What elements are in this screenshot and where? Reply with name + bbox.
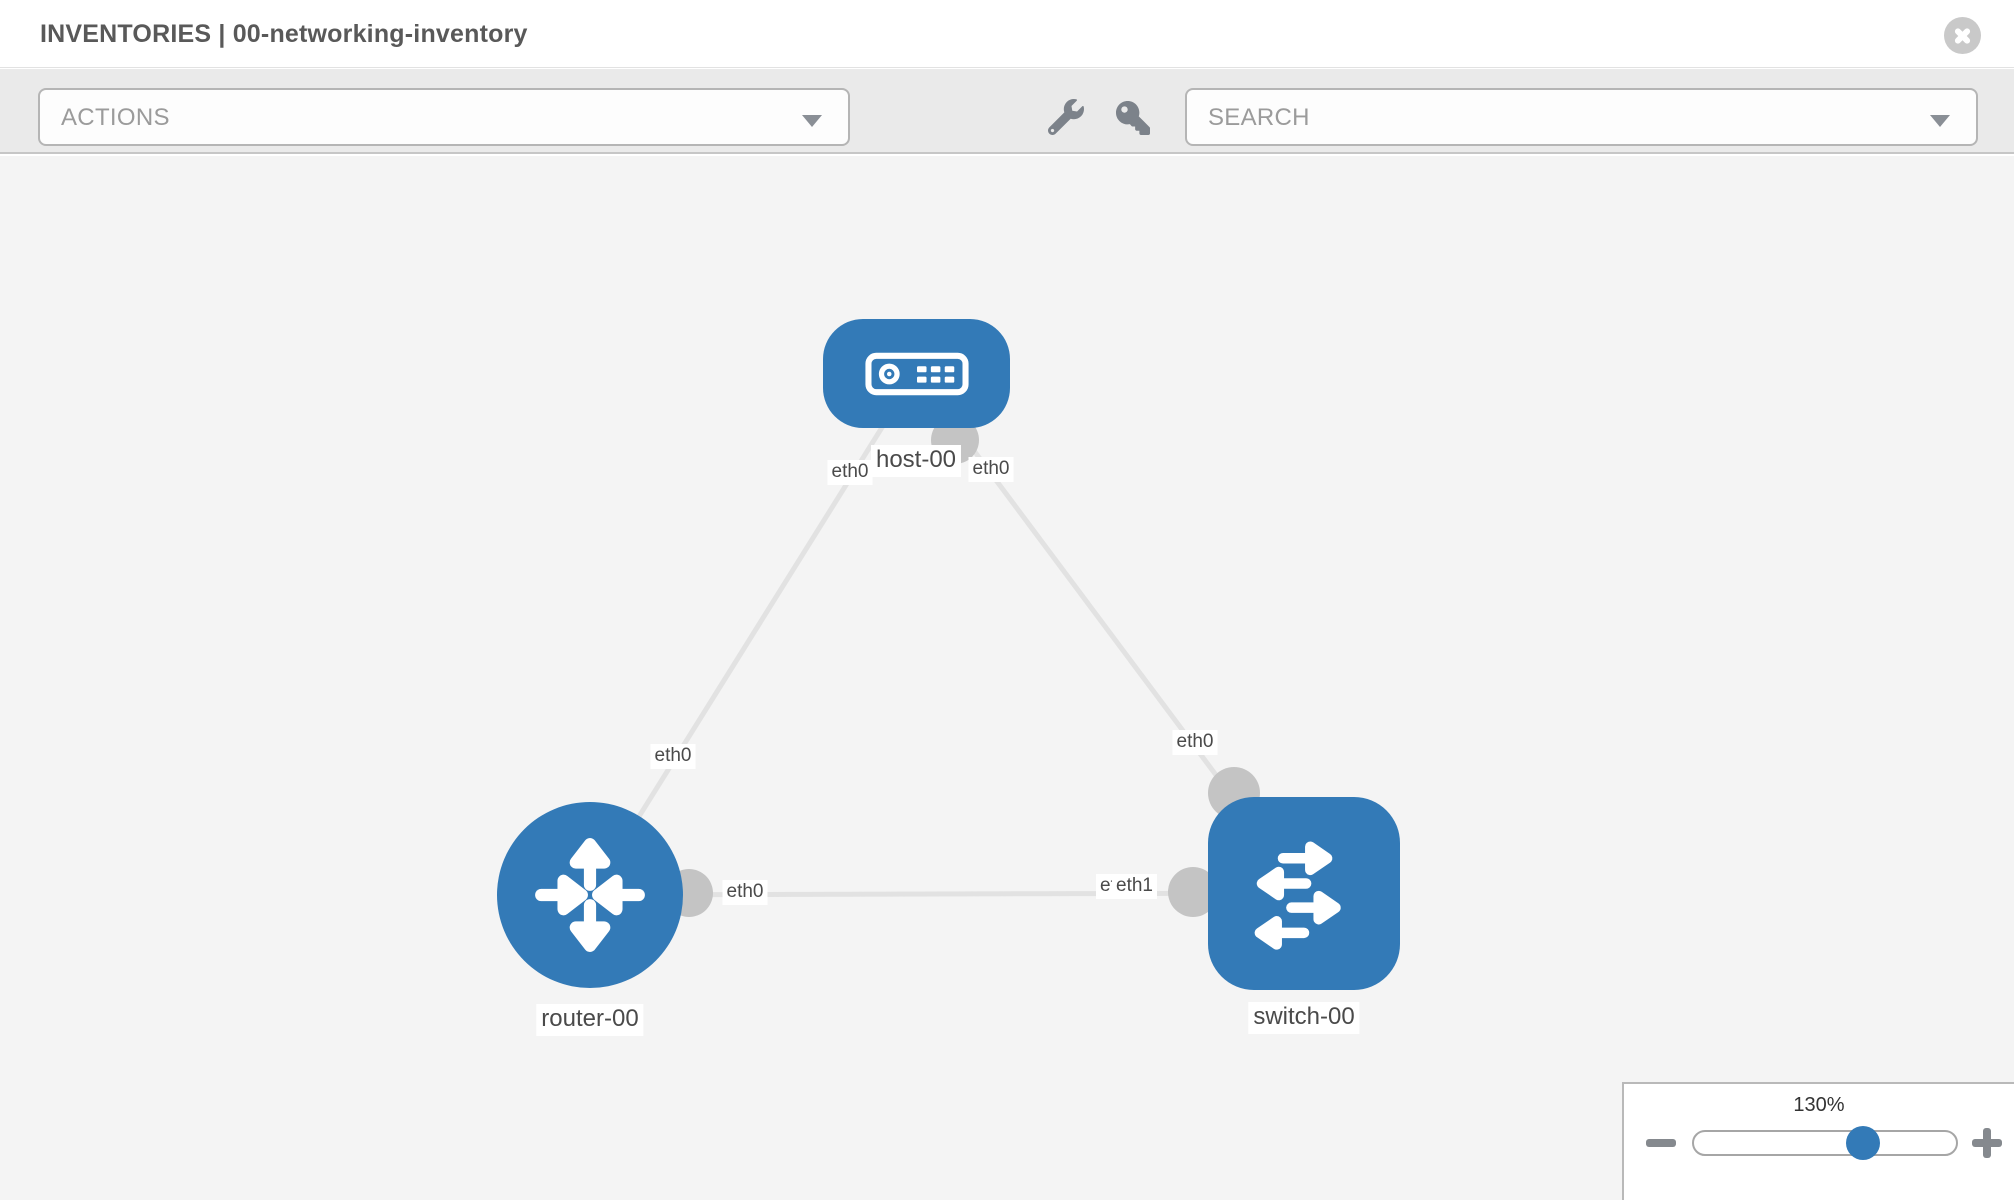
zoom-out-button[interactable] bbox=[1646, 1139, 1676, 1147]
node-host-00[interactable] bbox=[823, 319, 1010, 428]
host-label: host-00 bbox=[870, 445, 962, 477]
wrench-icon-svg bbox=[1047, 99, 1084, 136]
node-router-00[interactable] bbox=[497, 802, 683, 988]
switch-icon bbox=[1254, 841, 1341, 950]
topology-links-layer bbox=[587, 371, 1307, 917]
interface-label-host-eth0: eth0 bbox=[827, 460, 873, 485]
search-dropdown[interactable]: SEARCH bbox=[1185, 88, 1978, 146]
actions-dropdown-label: ACTIONS bbox=[61, 104, 170, 131]
plus-icon bbox=[1983, 1128, 1991, 1158]
interface-label-router-eth0: eth0 bbox=[650, 744, 696, 769]
zoom-slider-track[interactable] bbox=[1692, 1130, 1958, 1156]
zoom-in-button[interactable] bbox=[1972, 1128, 2002, 1158]
node-switch-00[interactable] bbox=[1208, 797, 1400, 990]
interface-label-host-eth0-2: eth0 bbox=[968, 457, 1014, 482]
wrench-icon[interactable] bbox=[1047, 99, 1084, 136]
close-button[interactable] bbox=[1944, 17, 1981, 54]
chevron-down-icon bbox=[802, 115, 822, 127]
interface-label-router-eth0-2: eth0 bbox=[722, 880, 768, 905]
host-icon bbox=[864, 352, 969, 395]
header: INVENTORIES | 00-networking-inventory bbox=[0, 0, 2014, 68]
actions-dropdown[interactable]: ACTIONS bbox=[38, 88, 850, 146]
switch-eth1-connector bbox=[1168, 867, 1218, 917]
search-placeholder: SEARCH bbox=[1208, 104, 1310, 131]
chevron-down-icon bbox=[1930, 115, 1950, 127]
interface-label-switch-eth0: eth0 bbox=[1172, 730, 1218, 755]
zoom-slider-thumb[interactable] bbox=[1846, 1126, 1880, 1160]
page-title: INVENTORIES | 00-networking-inventory bbox=[40, 20, 528, 48]
topology-canvas[interactable]: host-00 router-00 switch-00 eth0 eth0 et… bbox=[0, 156, 2014, 1200]
zoom-panel: 130% bbox=[1622, 1082, 2014, 1200]
key-icon-svg bbox=[1116, 101, 1150, 135]
key-icon[interactable] bbox=[1116, 101, 1150, 135]
zoom-level: 130% bbox=[1793, 1094, 1845, 1116]
router-label: router-00 bbox=[536, 1004, 644, 1036]
toolbar: ACTIONS SEARCH bbox=[0, 69, 2014, 154]
switch-label: switch-00 bbox=[1248, 1002, 1360, 1034]
interface-label-switch-eth1: eth1 bbox=[1112, 874, 1157, 899]
router-icon bbox=[535, 838, 645, 952]
